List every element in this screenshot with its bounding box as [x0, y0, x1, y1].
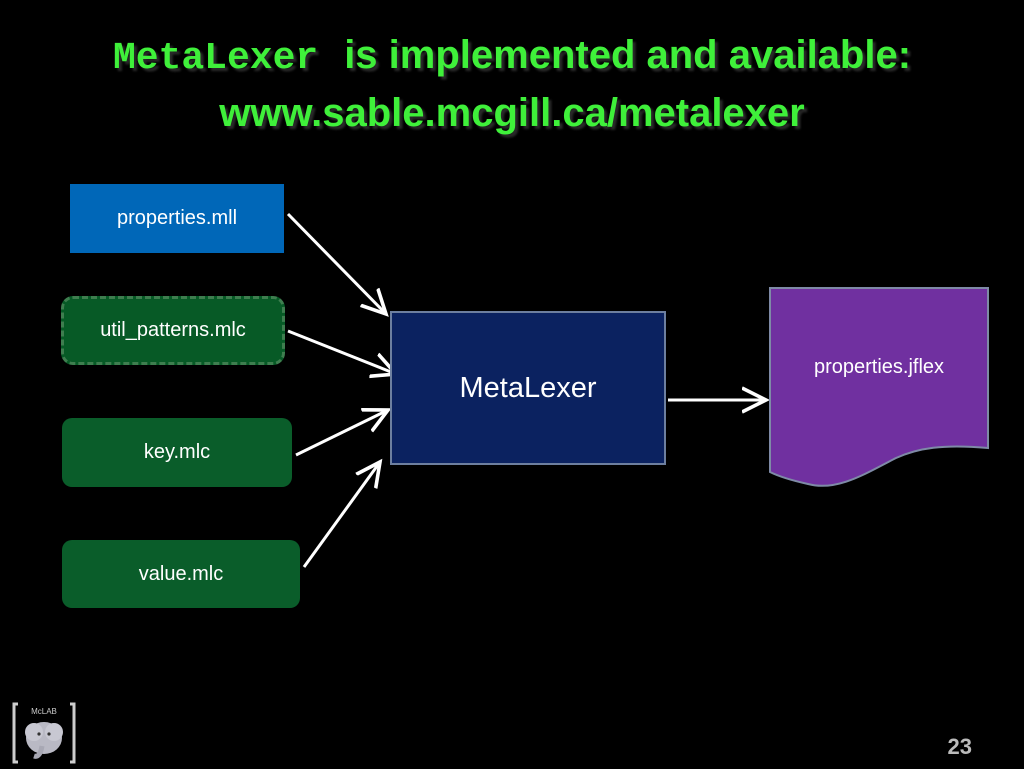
- input-key-mlc: key.mlc: [62, 418, 292, 487]
- page-number: 23: [947, 734, 972, 759]
- arrow-value: [302, 462, 380, 568]
- arrow-util-patterns: [287, 329, 396, 374]
- arrow-key: [295, 410, 388, 457]
- input-value-mlc: value.mlc: [62, 540, 300, 608]
- slide-title: MetaLexer is implemented and available: w…: [0, 28, 1024, 140]
- mclab-logo: McLAB: [12, 702, 76, 769]
- arrow-properties-mll: [286, 212, 386, 314]
- title-code: MetaLexer: [112, 37, 319, 80]
- logo-text: McLAB: [31, 707, 57, 716]
- title-url: www.sable.mcgill.ca/metalexer: [219, 91, 805, 135]
- processor-label: MetaLexer: [459, 371, 597, 404]
- input-label: key.mlc: [143, 441, 211, 463]
- output-properties-jflex: properties.jflex: [813, 356, 945, 378]
- title-line-1: MetaLexer is implemented and available:: [0, 28, 1024, 86]
- title-rest: is implemented and available:: [344, 33, 912, 77]
- input-label: util_patterns.mlc: [100, 319, 246, 341]
- input-properties-mll: properties.mll: [70, 184, 284, 253]
- output-document-shape: [769, 287, 989, 487]
- input-util-patterns-mlc: util_patterns.mlc: [61, 296, 285, 365]
- input-label: value.mlc: [138, 562, 224, 585]
- input-label: properties.mll: [116, 207, 238, 229]
- processor-metalexer: MetaLexer: [390, 311, 666, 465]
